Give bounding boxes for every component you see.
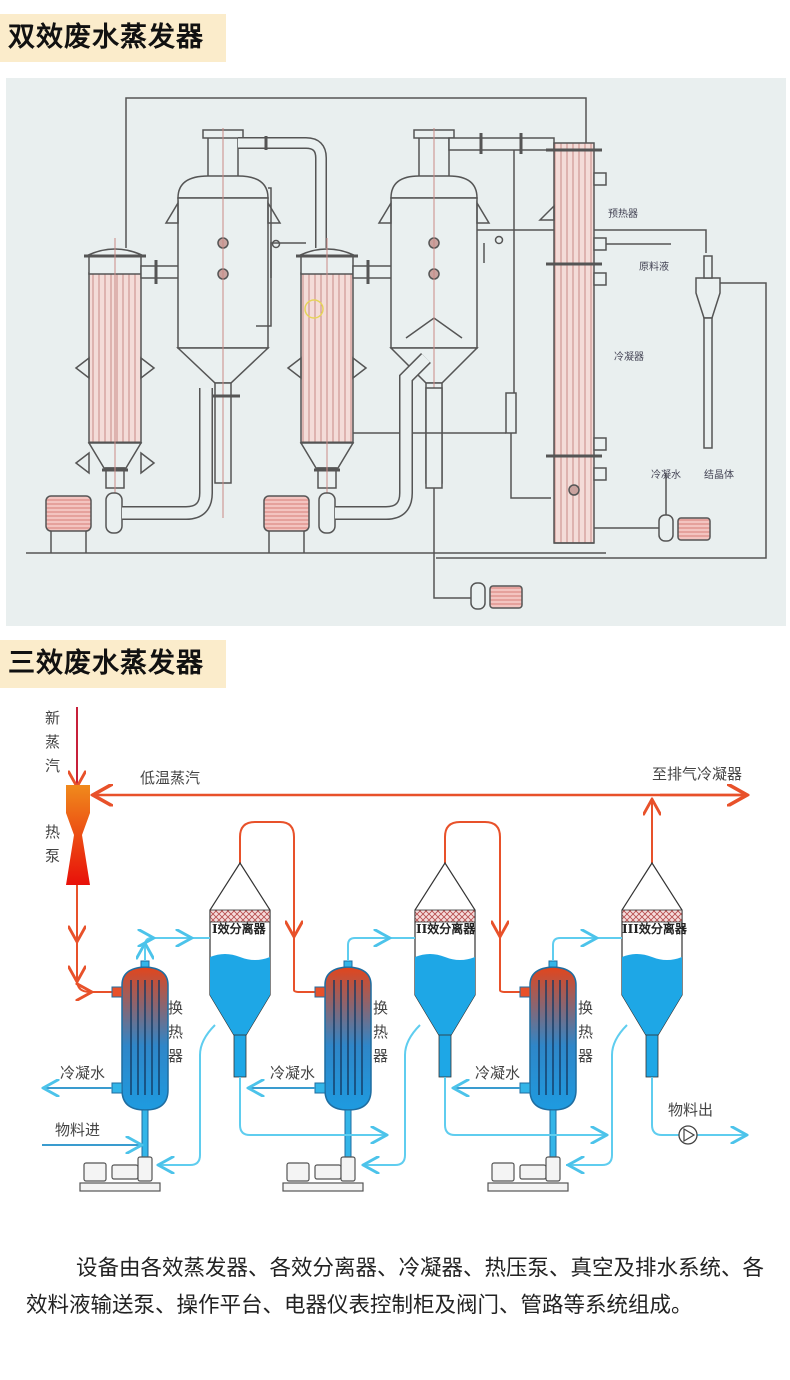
label-heat-pump-1: 热 [45, 823, 60, 841]
heat-exchanger-3 [519, 960, 577, 1159]
label-heat-pump-2: 泵 [45, 847, 60, 865]
feed-pump-2 [282, 1156, 364, 1192]
vapor-line-top [125, 97, 587, 248]
feed-pump-1 [79, 1156, 161, 1192]
triple-effect-schematic: 新 蒸 汽 热 泵 低温蒸汽 至排气冷凝器 冷凝水 冷凝水 冷凝水 物料进 物料… [0, 707, 790, 1192]
separator-III [621, 861, 683, 1078]
heat-exchanger-2 [314, 960, 372, 1159]
label-separator-II: II效分离器 [416, 921, 476, 936]
label-condensate-water: 冷凝水 [651, 468, 681, 481]
label-hx3-3: 器 [578, 1047, 593, 1065]
crystallizer [436, 255, 767, 559]
label-raw-liquid: 原料液 [639, 260, 669, 273]
label-hx1-1: 换 [168, 999, 183, 1017]
label-fresh-steam-1: 新 [45, 709, 60, 727]
label-fresh-steam-2: 蒸 [45, 733, 60, 751]
heat-pump [66, 785, 90, 885]
label-crystal: 结晶体 [704, 468, 734, 481]
description-paragraph: 设备由各效蒸发器、各效分离器、冷凝器、热压泵、真空及排水系统、各效料液输送泵、操… [26, 1250, 766, 1324]
label-condensate-2: 冷凝水 [270, 1064, 315, 1082]
label-to-exhaust-condenser: 至排气冷凝器 [652, 765, 742, 783]
heat-exchanger-1 [111, 960, 169, 1159]
label-hx3-1: 换 [578, 999, 593, 1017]
label-condensate-3: 冷凝水 [475, 1064, 520, 1082]
label-hx2-3: 器 [373, 1047, 388, 1065]
separator-I [209, 861, 271, 1078]
label-separator-III: III效分离器 [622, 921, 688, 936]
label-fresh-steam-3: 汽 [45, 757, 60, 775]
label-separator-I: I效分离器 [212, 921, 267, 936]
label-hx3-2: 热 [578, 1023, 593, 1041]
separator-II [414, 861, 476, 1078]
label-condenser: 冷凝器 [614, 350, 644, 363]
description-text: 设备由各效蒸发器、各效分离器、冷凝器、热压泵、真空及排水系统、各效料液输送泵、操… [26, 1256, 765, 1318]
section-title-double-effect: 双效废水蒸发器 [0, 14, 226, 62]
feed-pump-3 [487, 1156, 569, 1192]
label-hx2-2: 热 [373, 1023, 388, 1041]
condenser-column [538, 142, 607, 544]
label-feed-in: 物料进 [55, 1121, 100, 1139]
label-preheater: 预热器 [608, 207, 638, 220]
double-effect-diagram: 预热器 原料液 冷凝器 冷凝水 结晶体 [6, 78, 786, 626]
label-hx1-3: 器 [168, 1047, 183, 1065]
label-low-temp-steam: 低温蒸汽 [140, 769, 200, 787]
label-hx1-2: 热 [168, 1023, 183, 1041]
label-condensate-1: 冷凝水 [60, 1064, 105, 1082]
label-hx2-1: 换 [373, 999, 388, 1017]
heater-1 [74, 238, 156, 508]
double-effect-schematic: 预热器 原料液 冷凝器 冷凝水 结晶体 [26, 97, 767, 610]
heater-2 [286, 238, 368, 508]
section-title-triple-effect: 三效废水蒸发器 [0, 640, 226, 688]
separator-1 [164, 128, 282, 518]
label-product-out: 物料出 [668, 1101, 713, 1119]
